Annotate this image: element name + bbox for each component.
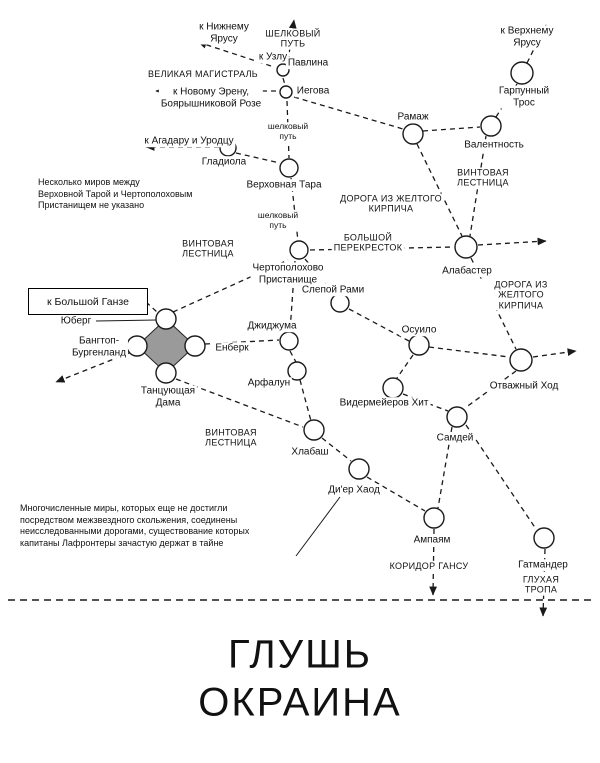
node-circle-dier-khaod [348,458,370,480]
offmap-to-lower-tier: к Нижнему Ярусу [197,21,251,45]
node-circle-ampayam [423,507,445,529]
node-label-dzhidzhuma: Джиджума [245,320,299,332]
node-label-osuilo: Осуило [399,324,439,336]
node-label-brave-move: Отважный Ход [487,380,561,392]
node-circle-ramazh [402,123,424,145]
legend-box-big-hansa: к Большой Ганзе [28,288,148,315]
node-label-yuberg: Юберг [58,315,94,327]
offmap-to-new-eren: к Новому Эрену, Боярышниковой Розе [158,86,264,110]
node-label-harpoon: Гарпунный Трос [486,85,562,109]
node-label-thistle: Чертополохово Пристанище [250,262,326,286]
node-label-ampayam: Ампаям [411,534,453,546]
route-silk-road-small-1: шелковый путь [265,121,311,142]
node-circle-arfalun [287,361,307,381]
node-circle-brave-move [509,348,533,372]
node-circle-enberk [184,335,206,357]
route-spiral-staircase-right: ВИНТОВАЯ ЛЕСТНИЦА [455,167,511,189]
node-label-alabaster: Алабастер [440,265,494,277]
leader-lines [95,319,341,557]
node-circle-widermeier [382,377,404,399]
node-circle-yuberg [155,308,177,330]
node-circle-iegova [279,85,293,99]
node-circle-alabaster [454,235,478,259]
offmap-to-upper-tier: к Верхнему Ярусу [490,25,564,49]
route-silk-road-small-2: шелковый путь [255,210,301,231]
node-label-tara: Верховная Тара [244,179,324,191]
note-tara: Несколько миров между Верховной Тарой и … [38,177,193,211]
region-title-okraina: ОКРАИНА [198,680,402,725]
note-lafronter: Многочисленные миры, которых еще не дост… [20,503,250,549]
node-circle-dancing-lady [155,362,177,384]
offmap-to-node: к Узлу [256,51,290,63]
route-yellow-brick-right: ДОРОГА ИЗ ЖЕЛТОГО КИРПИЧА [481,279,561,311]
node-label-ramazh: Рамаж [395,111,431,123]
node-circle-blind-rami [330,293,350,313]
node-circle-samdey [446,406,468,428]
node-circle-bangtop [126,335,148,357]
route-spiral-staircase-left: ВИНТОВАЯ ЛЕСТНИЦА [180,238,236,260]
offmap-to-agadar: к Агадару и Уродцу [142,135,236,147]
node-circle-gatmander [533,527,555,549]
node-label-pavlina: Павлина [285,57,331,69]
node-circle-osuilo [408,334,430,356]
node-label-gatmander: Гатмандер [516,559,570,571]
route-silk-road-caps: ШЕЛКОВЫЙ ПУТЬ [263,28,323,50]
node-label-dier-khaod: Ди'ер Хаод [326,484,382,496]
route-gansu-corridor: КОРИДОР ГАНСУ [387,560,471,572]
node-label-gladiola: Гладиола [199,156,249,168]
node-circle-thistle [289,240,309,260]
node-label-dancing-lady: Танцующая Дама [138,385,198,409]
route-great-highway: ВЕЛИКАЯ МАГИСТРАЛЬ [146,68,260,80]
region-title-glush: ГЛУШЬ [228,632,372,677]
node-label-khlabash: Хлабаш [289,446,331,458]
node-circle-tara [279,158,299,178]
route-spiral-staircase-bottom: ВИНТОВАЯ ЛЕСТНИЦА [203,427,259,449]
node-label-valentnost: Валентность [462,139,526,151]
node-label-blind-rami: Слепой Рами [299,284,367,296]
node-label-enberk: Енберк [213,342,251,354]
yuberg-leader-line [95,319,157,322]
node-label-iegova: Иегова [294,85,332,97]
node-label-widermeier: Видермейеров Хит [337,397,431,409]
node-circle-valentnost [480,115,502,137]
node-label-bangtop: Бангтоп- Бургенланд [69,335,129,359]
node-circle-harpoon [510,61,534,85]
note-pointer-line [295,496,341,557]
route-big-crossroads: БОЛЬШОЙ ПЕРЕКРЕСТОК [331,232,405,254]
node-label-arfalun: Арфалун [245,377,293,389]
route-yellow-brick-center: ДОРОГА ИЗ ЖЕЛТОГО КИРПИЧА [338,193,444,215]
world-nodes [126,61,555,549]
node-label-samdey: Самдей [434,432,476,444]
node-circle-dzhidzhuma [279,331,299,351]
route-deaf-trail: ГЛУХАЯ ТРОПА [511,574,571,596]
node-circle-khlabash [303,419,325,441]
legend-box-label: к Большой Ганзе [47,295,129,308]
